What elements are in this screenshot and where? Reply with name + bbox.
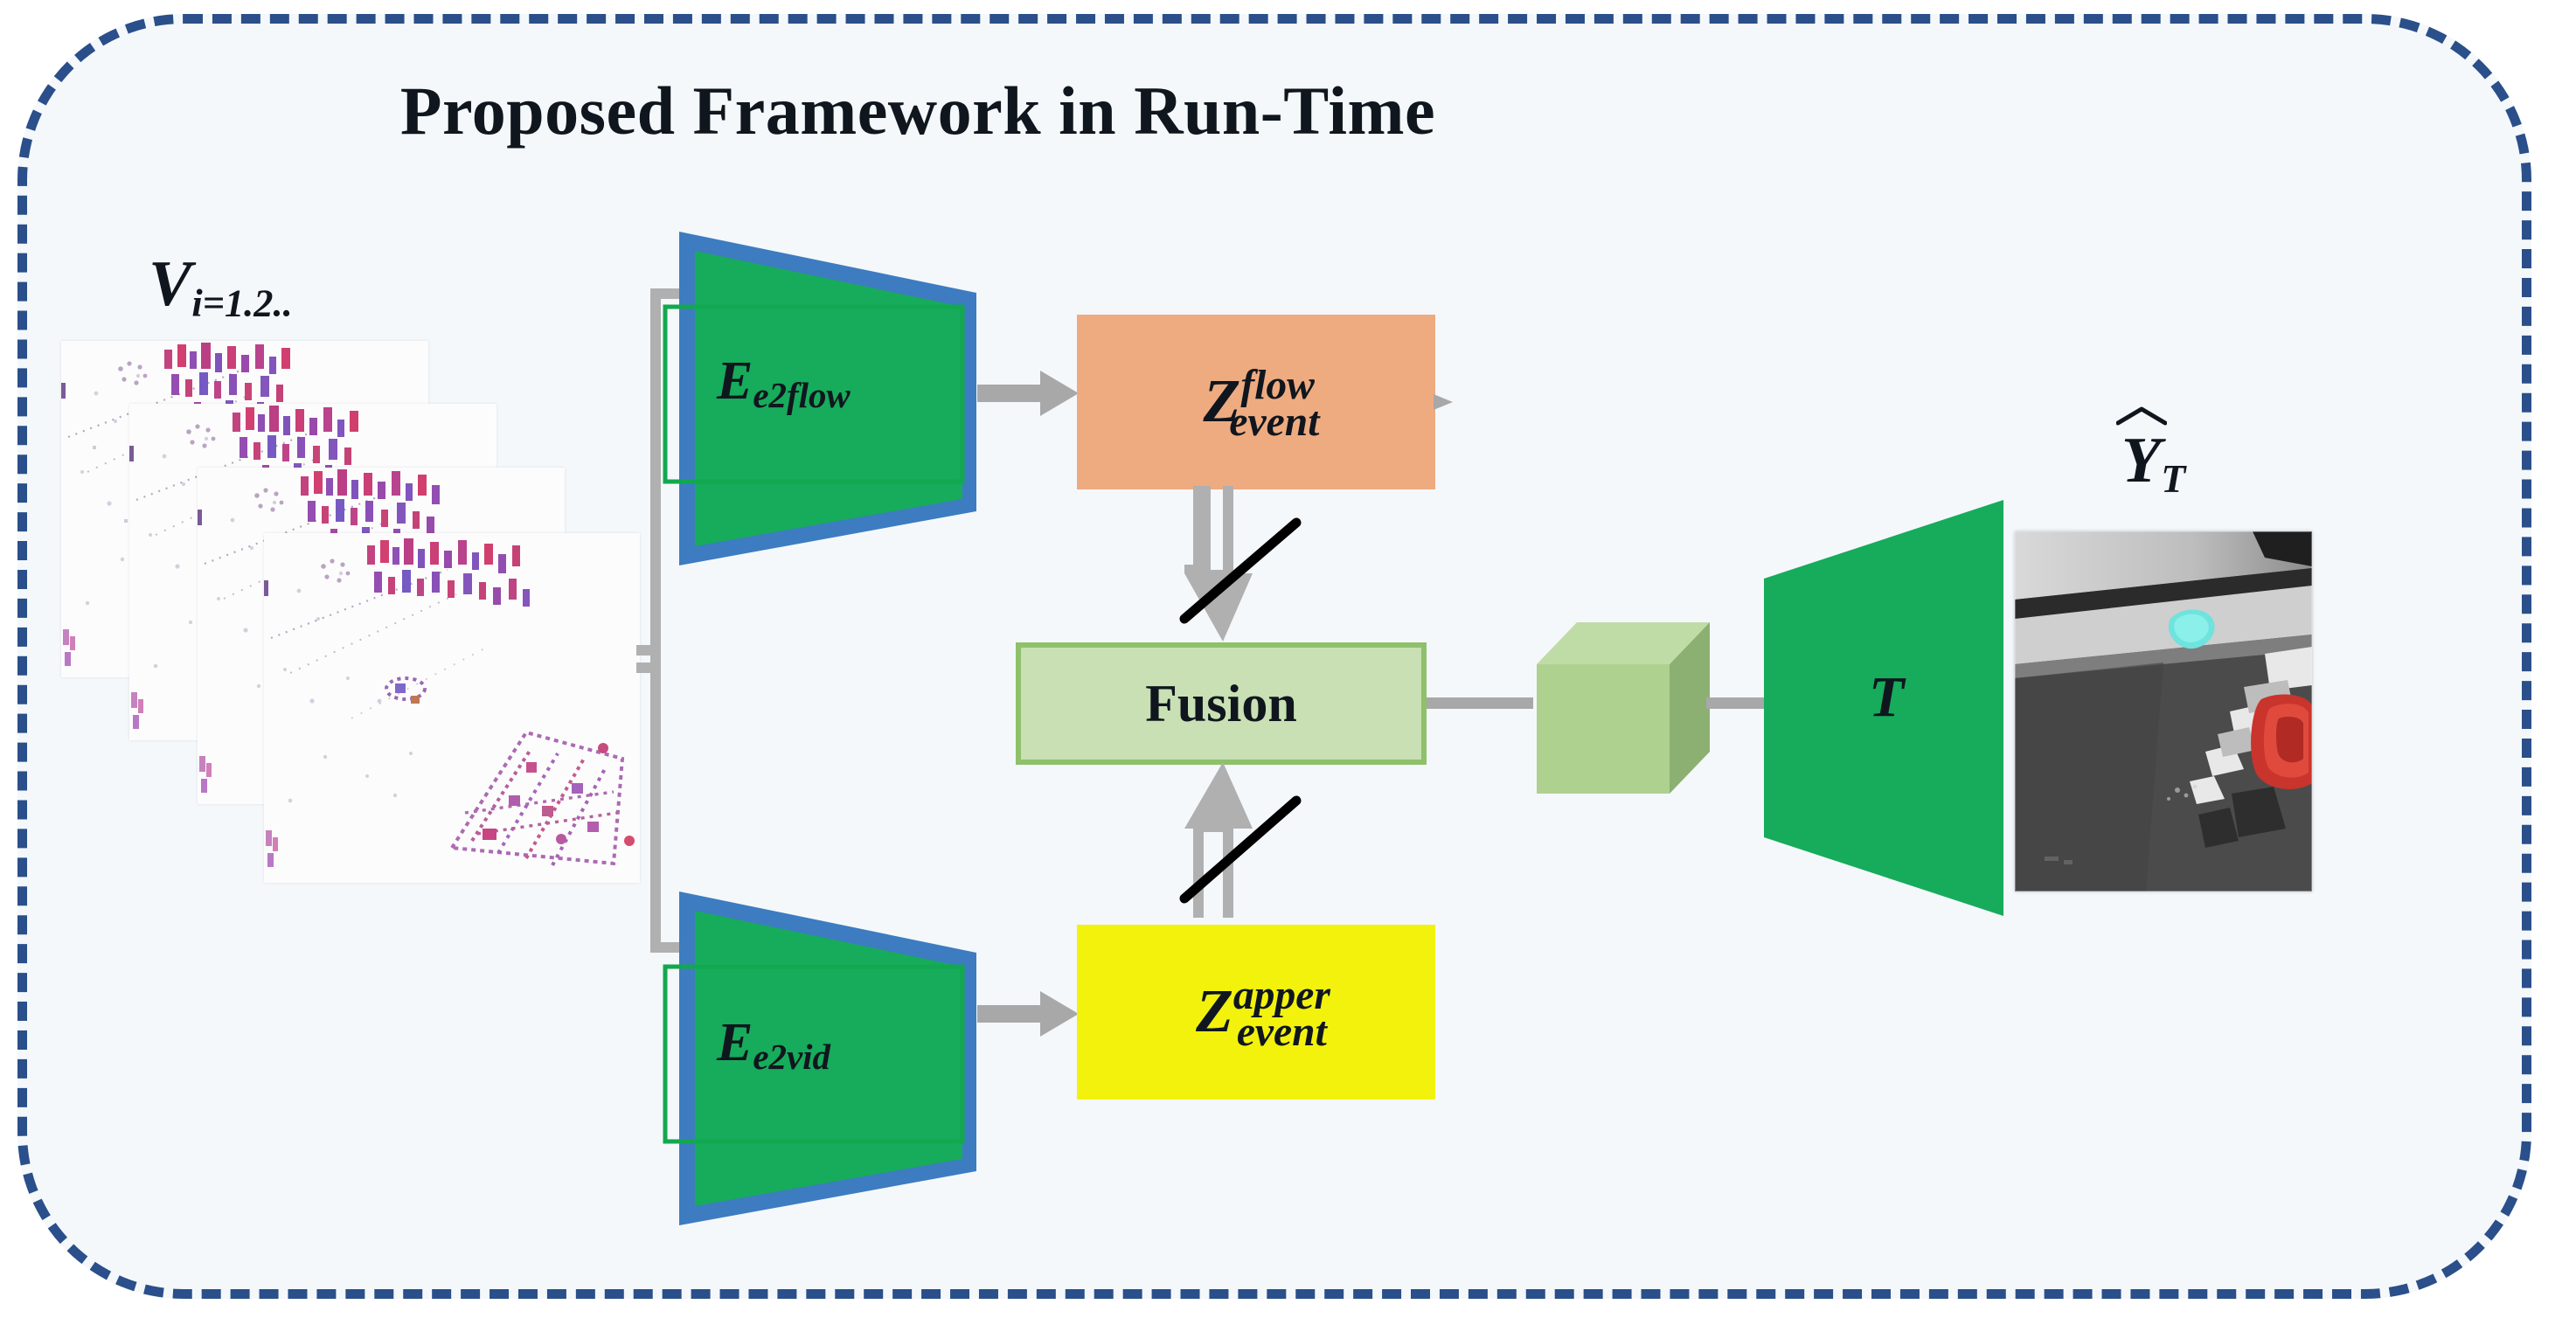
event-frame (264, 533, 640, 883)
output-label-base: Y (2121, 425, 2162, 496)
latent-z-apper-label: Zapperevent (1196, 975, 1330, 1053)
input-label-base: V (149, 248, 192, 320)
connector-fusion-to-cube (1427, 695, 1540, 712)
latent-z-apper[interactable]: Zapperevent (1077, 925, 1435, 1100)
arrow-zflow-to-fusion (1179, 486, 1412, 687)
fused-feature-cube (1531, 612, 1724, 804)
hat-icon (2116, 406, 2167, 426)
fusion-label: Fusion (1145, 674, 1297, 732)
output-label-hat-group: Y (2116, 406, 2167, 496)
z-apper-sup: apper (1232, 972, 1330, 1018)
fusion-block[interactable]: Fusion (1016, 642, 1427, 765)
arrow-encoder-to-zapper (977, 988, 1091, 1040)
arrow-encoder-to-zflow (977, 367, 1091, 420)
z-flow-sup: flow (1240, 362, 1315, 408)
latent-z-flow[interactable]: Zflowevent (1077, 315, 1435, 489)
event-frame-stack (61, 341, 647, 979)
z-flow-right-stub (1434, 389, 1463, 415)
input-label: Vi=1.2.. (149, 252, 293, 323)
output-label-sub: T (2161, 455, 2186, 501)
arrow-zapper-to-fusion (1179, 762, 1412, 937)
decoder-label: T (1869, 669, 1904, 726)
encoder-e2flow[interactable]: Ee2flow (651, 223, 1001, 572)
figure-title: Proposed Framework in Run-Time (399, 73, 1436, 149)
z-apper-base: Z (1196, 978, 1233, 1045)
z-apper-sub: event (1236, 1009, 1327, 1056)
latent-z-flow-label: Zflowevent (1203, 364, 1320, 443)
z-flow-sub: event (1229, 399, 1320, 446)
input-label-sub: i=1.2.. (191, 281, 293, 325)
decoder-label-text: T (1869, 665, 1905, 729)
decoder-T[interactable]: T (1757, 498, 2019, 918)
z-flow-base: Z (1203, 368, 1241, 435)
predicted-segmentation-image (2015, 531, 2312, 891)
encoder-e2vid[interactable]: Ee2vid (651, 883, 1001, 1232)
output-label: Y T (2116, 406, 2185, 498)
